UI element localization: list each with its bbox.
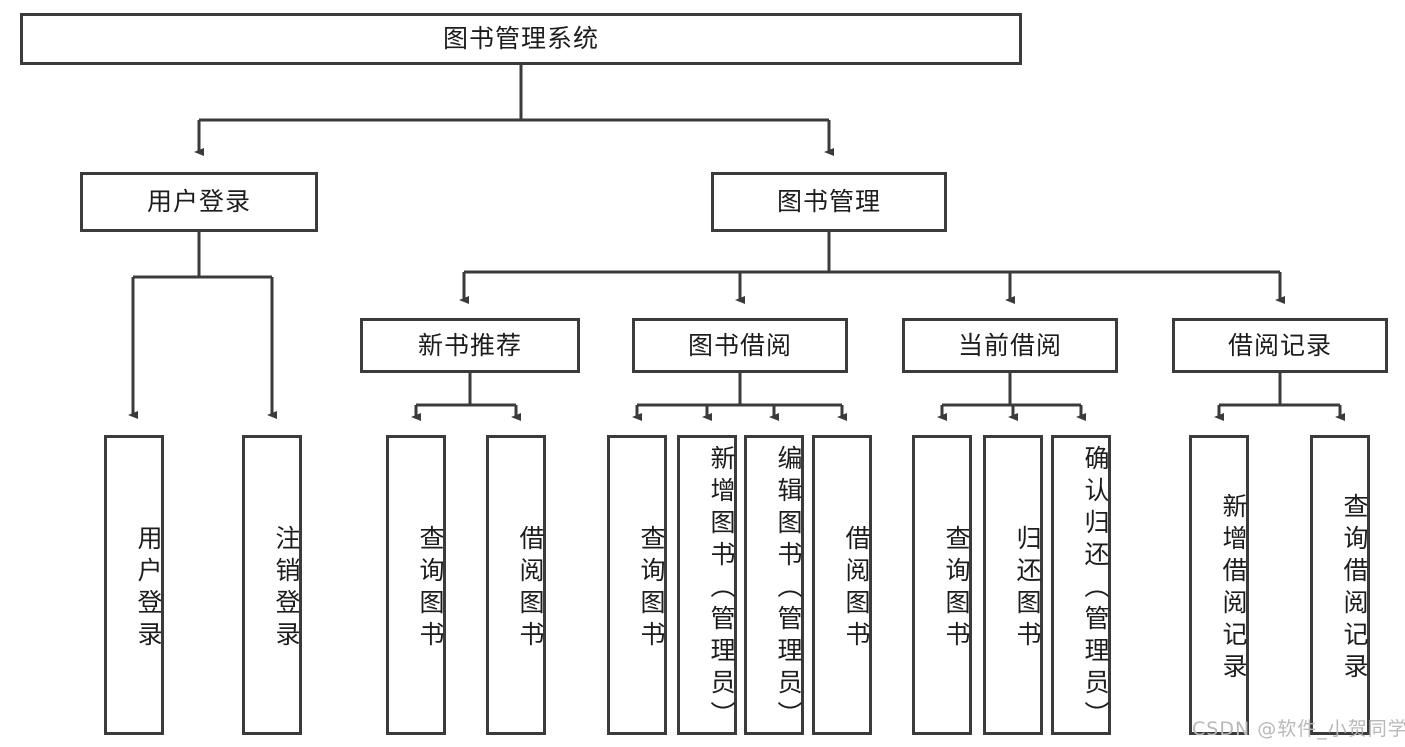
connectors-borrow-records (1214, 373, 1345, 421)
leaf-edit-book-admin[interactable]: 编辑图书（管理员） (744, 435, 804, 735)
leaf-query-borrow-record[interactable]: 查询借阅记录 (1310, 435, 1370, 735)
connectors-new-book-rec (411, 373, 521, 421)
leaf-query-book-rec-label: 查询图书 (416, 525, 445, 653)
node-user-login-label: 用户登录 (146, 187, 251, 217)
leaf-query-book-rec[interactable]: 查询图书 (386, 435, 446, 735)
leaf-confirm-return-admin[interactable]: 确认归还（管理员） (1051, 435, 1111, 735)
leaf-user-login-label: 用户登录 (134, 525, 163, 653)
connectors-book-management (459, 232, 1285, 304)
leaf-borrow-book[interactable]: 借阅图书 (812, 435, 872, 735)
node-book-management-label: 图书管理 (776, 187, 881, 217)
node-new-book-recommendation[interactable]: 新书推荐 (360, 318, 580, 373)
node-new-book-recommendation-label: 新书推荐 (417, 330, 522, 360)
leaf-add-borrow-record-label: 新增借阅记录 (1219, 493, 1248, 685)
node-root[interactable]: 图书管理系统 (20, 13, 1022, 65)
node-book-management[interactable]: 图书管理 (711, 172, 947, 232)
leaf-query-book-current-label: 查询图书 (942, 525, 971, 653)
leaf-logout[interactable]: 注销登录 (242, 435, 302, 735)
connectors-user-login (128, 232, 277, 419)
node-root-label: 图书管理系统 (442, 24, 599, 54)
leaf-return-book[interactable]: 归还图书 (983, 435, 1043, 735)
node-user-login[interactable]: 用户登录 (80, 172, 318, 232)
leaf-return-book-label: 归还图书 (1013, 525, 1042, 653)
leaf-borrow-book-label: 借阅图书 (842, 525, 871, 653)
node-book-borrowing[interactable]: 图书借阅 (632, 318, 848, 373)
leaf-query-borrow-record-label: 查询借阅记录 (1340, 493, 1369, 685)
leaf-add-borrow-record[interactable]: 新增借阅记录 (1189, 435, 1249, 735)
leaf-borrow-book-rec[interactable]: 借阅图书 (486, 435, 546, 735)
node-borrow-records-label: 借阅记录 (1227, 330, 1332, 360)
connectors-root (194, 65, 834, 156)
connectors-book-borrow (632, 373, 847, 421)
node-book-borrowing-label: 图书借阅 (687, 330, 792, 360)
node-current-borrowing-label: 当前借阅 (957, 330, 1062, 360)
leaf-add-book-admin[interactable]: 新增图书（管理员） (677, 435, 737, 735)
leaf-confirm-return-admin-label: 确认归还（管理员） (1081, 445, 1110, 733)
leaf-borrow-book-rec-label: 借阅图书 (516, 525, 545, 653)
connectors-current-borrow (937, 373, 1086, 421)
leaf-query-book-current[interactable]: 查询图书 (912, 435, 972, 735)
leaf-add-book-admin-label: 新增图书（管理员） (707, 445, 736, 733)
node-borrow-records[interactable]: 借阅记录 (1172, 318, 1388, 373)
watermark: CSDN @软件_小贺同学 (1192, 718, 1405, 740)
leaf-query-book-borrow[interactable]: 查询图书 (607, 435, 667, 735)
leaf-logout-label: 注销登录 (272, 525, 301, 653)
leaf-user-login[interactable]: 用户登录 (104, 435, 164, 735)
leaf-query-book-borrow-label: 查询图书 (637, 525, 666, 653)
node-current-borrowing[interactable]: 当前借阅 (902, 318, 1118, 373)
leaf-edit-book-admin-label: 编辑图书（管理员） (774, 445, 803, 733)
